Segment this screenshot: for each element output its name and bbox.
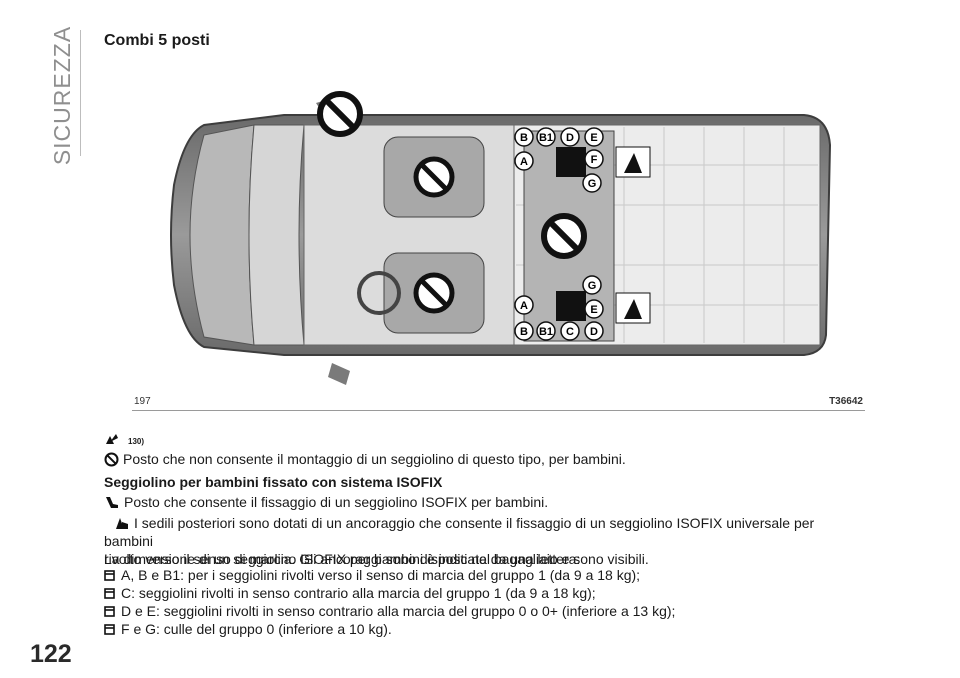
svg-text:C: C (566, 326, 574, 338)
label-badge-top-2: D (560, 127, 580, 147)
label-badge-top-6: G (582, 173, 602, 193)
bullet-icon (104, 570, 115, 581)
warning-reference: 130) (104, 432, 144, 446)
svg-text:B: B (520, 326, 528, 338)
no-seat-paragraph: Posto che non consente il montaggio di u… (104, 450, 864, 468)
label-badge-bottom-1: E (584, 299, 604, 319)
section-side-label: SICUREZZA (50, 25, 76, 164)
svg-text:B1: B1 (539, 132, 553, 144)
vehicle-figure: B B1 D E A F G G E A B B1 C D 197 T36642 (104, 55, 869, 415)
prohibited-icon (541, 213, 587, 259)
svg-text:B: B (520, 132, 528, 144)
label-badge-bottom-6: D (584, 321, 604, 341)
isofix-seat-icon (106, 497, 118, 508)
no-seat-text: Posto che non consente il montaggio di u… (123, 451, 626, 467)
right-mirror (328, 363, 350, 385)
prohibited-icon (317, 91, 363, 137)
size-list: A, B e B1: per i seggiolini rivolti vers… (104, 566, 864, 638)
list-item: C: seggiolini rivolti in senso contrario… (104, 584, 864, 602)
label-badge-top-3: E (584, 127, 604, 147)
figure-rule (132, 410, 865, 411)
isofix-heading: Seggiolino per bambini fissato con siste… (104, 474, 443, 490)
side-divider (80, 30, 81, 156)
label-badge-bottom-4: B1 (536, 321, 556, 341)
list-item: A, B e B1: per i seggiolini rivolti vers… (104, 566, 864, 584)
isofix-anchor-icon (116, 518, 128, 529)
figure-number: 197 (134, 396, 151, 407)
reference-number: 130) (128, 437, 145, 446)
bullet-icon (104, 606, 115, 617)
rear-anchor-paragraph: I sedili posteriori sono dotati di un an… (104, 514, 864, 568)
svg-text:D: D (590, 326, 598, 338)
rear-anchor-line-2: rivolto verso il senso di marcia. Gli an… (104, 551, 649, 567)
isofix-anchor-icon (615, 146, 651, 178)
page-number: 122 (30, 640, 72, 668)
svg-text:E: E (590, 132, 597, 144)
label-badge-top-5: F (584, 149, 604, 169)
list-item: F e G: culle del gruppo 0 (inferiore a 1… (104, 620, 864, 638)
label-badge-top-4: A (514, 151, 534, 171)
hood (189, 124, 255, 346)
svg-text:F: F (591, 154, 598, 166)
figure-code: T36642 (829, 396, 863, 407)
isofix-seat-icon (556, 147, 586, 177)
windscreen (248, 124, 305, 346)
label-badge-bottom-0: G (582, 275, 602, 295)
section-name: SICUREZZA (49, 25, 76, 165)
svg-text:E: E (590, 304, 597, 316)
prohibited-icon (413, 272, 455, 314)
page-title: Combi 5 posti (104, 32, 210, 49)
prohibited-icon (413, 156, 455, 198)
bullet-icon (104, 588, 115, 599)
prohibited-icon (104, 452, 119, 467)
vehicle-top-view-illustration: B B1 D E A F G G E A B B1 C D (170, 91, 832, 385)
label-badge-bottom-2: A (514, 295, 534, 315)
bullet-icon (104, 624, 115, 635)
label-badge-bottom-5: C (560, 321, 580, 341)
isofix-seat-paragraph: Posto che consente il fissaggio di un se… (104, 493, 864, 511)
list-item: D e E: seggiolini rivolti in senso contr… (104, 602, 864, 620)
svg-text:G: G (588, 280, 597, 292)
label-badge-bottom-3: B (514, 321, 534, 341)
svg-text:A: A (520, 156, 528, 168)
label-badge-top-0: B (514, 127, 534, 147)
steering-wheel (357, 271, 401, 315)
label-badge-top-1: B1 (536, 127, 556, 147)
size-intro: La dimensione di un seggiolino ISOFIX pe… (104, 551, 581, 567)
warning-reference-icon (106, 434, 118, 444)
isofix-anchor-icon (615, 292, 651, 324)
svg-text:B1: B1 (539, 326, 553, 338)
svg-text:A: A (520, 300, 528, 312)
rear-anchor-line-1: I sedili posteriori sono dotati di un an… (104, 515, 815, 549)
svg-text:D: D (566, 132, 574, 144)
svg-text:G: G (588, 178, 597, 190)
isofix-seat-icon (556, 291, 586, 321)
isofix-seat-text: Posto che consente il fissaggio di un se… (124, 494, 549, 510)
